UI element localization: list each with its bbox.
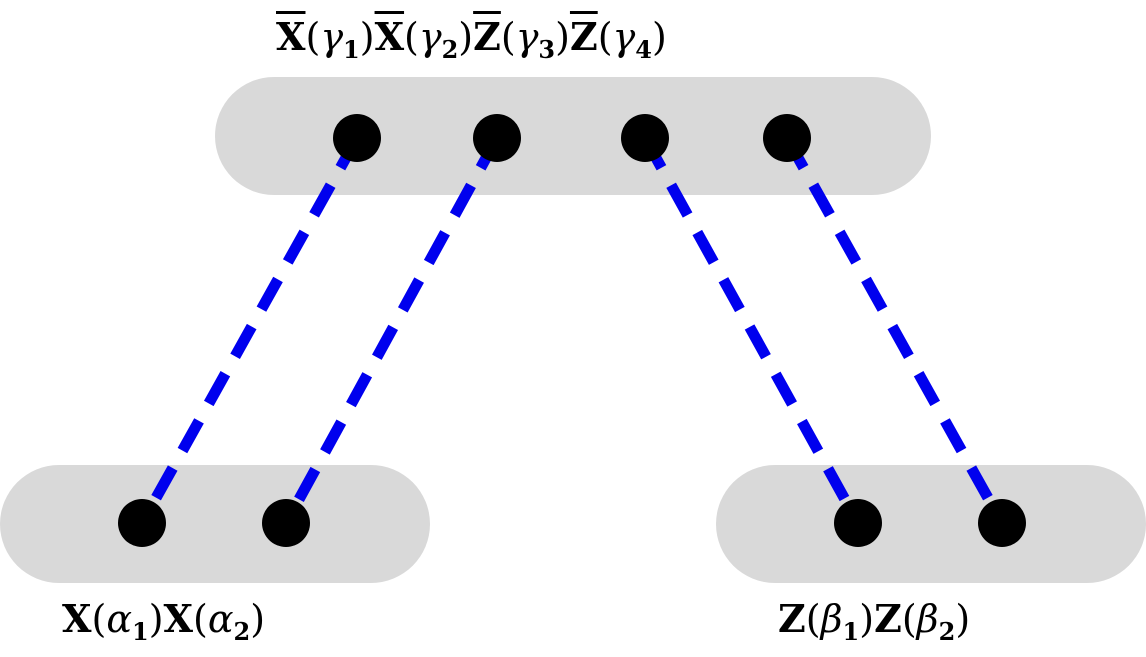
top-group [215,77,931,195]
groups-layer [0,77,1146,583]
left-label-term-2: X(α2) [163,596,266,646]
dashed-edge-1 [137,135,362,526]
dashed-edge-4 [782,135,1007,526]
node-γ3 [621,114,669,162]
dashed-edge-2 [281,135,502,526]
node-γ2 [473,114,521,162]
top-label-term-2: X(γ2) [374,14,474,64]
node-γ1 [333,114,381,162]
right-label-term-1: Z(β1) [778,596,875,646]
top-label-term-1: X(γ1) [276,14,375,64]
node-β1 [834,499,882,547]
dashed-edge-3 [640,135,863,526]
right-group-label: Z(β1)Z(β2) [778,596,971,646]
top-group-label: X(γ1)X(γ2)Z(γ3)Z(γ4) [276,14,667,64]
node-α2 [262,499,310,547]
nodes-layer [118,114,1026,547]
left-label-term-1: X(α1) [62,596,164,646]
edges-layer [137,135,1007,526]
right-group [716,465,1146,583]
top-label-term-3: Z(γ3) [473,14,570,64]
node-γ4 [763,114,811,162]
top-label-term-4: Z(γ4) [569,14,667,64]
right-label-term-2: Z(β2) [874,596,971,646]
node-α1 [118,499,166,547]
left-group-label: X(α1)X(α2) [62,596,266,646]
node-β2 [978,499,1026,547]
left-group [0,465,430,583]
